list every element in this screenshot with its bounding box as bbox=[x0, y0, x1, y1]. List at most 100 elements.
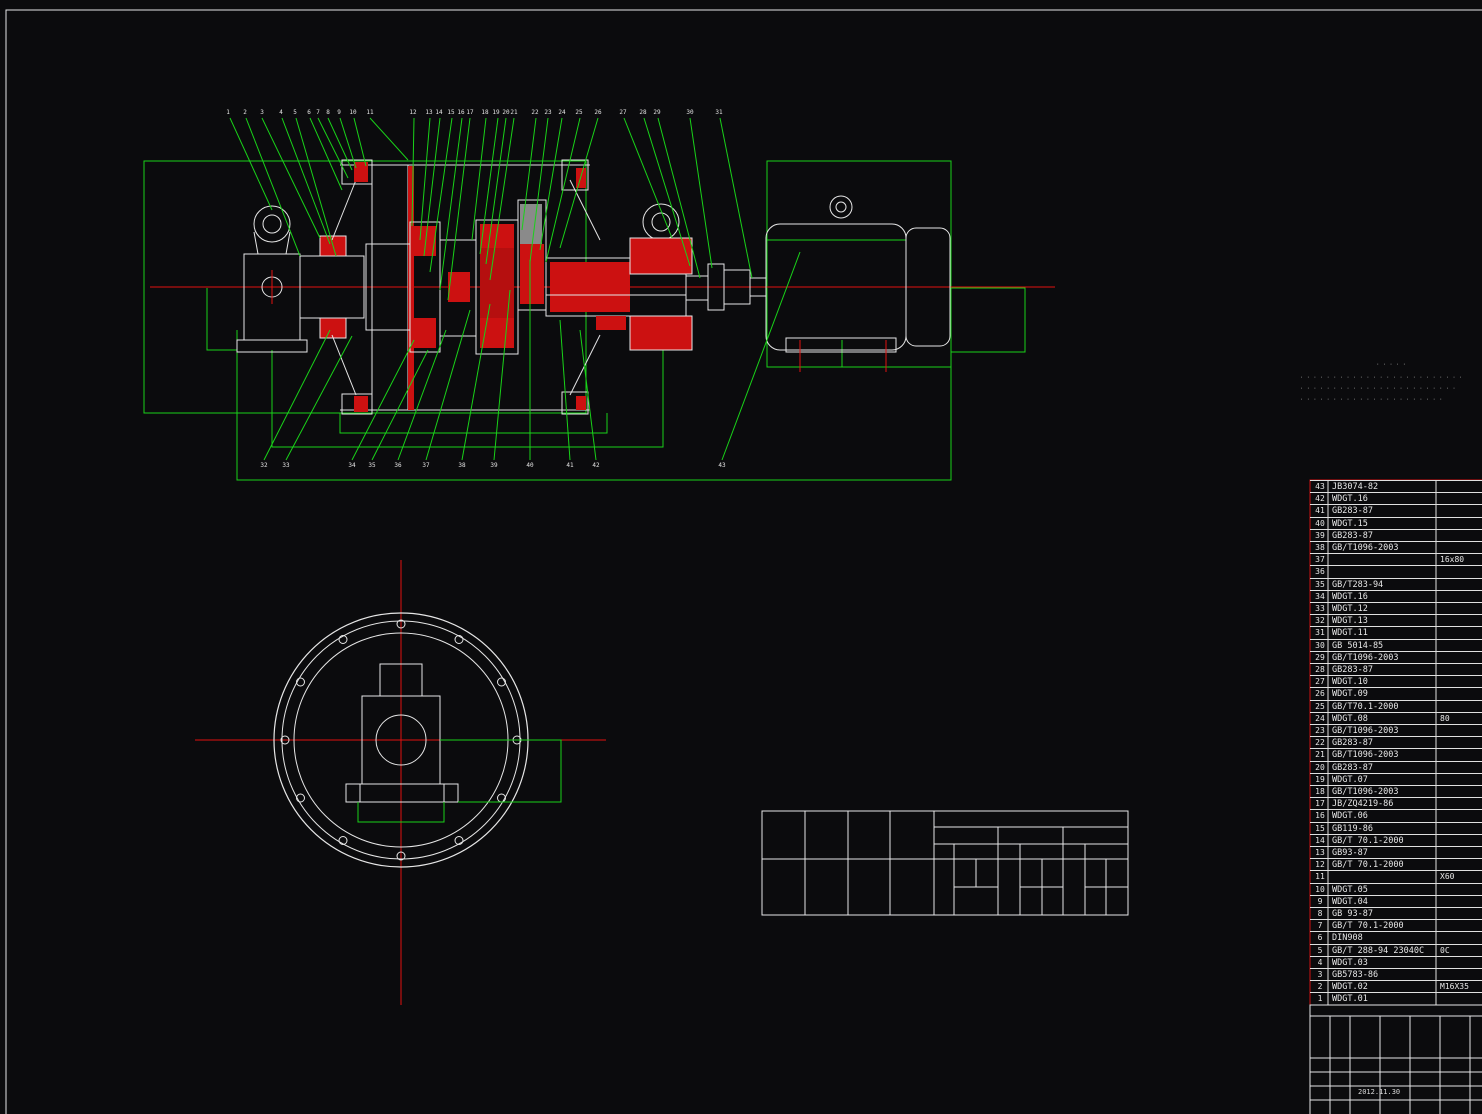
bom-item-number: 43 bbox=[1315, 482, 1325, 491]
bom-item-number: 37 bbox=[1315, 555, 1325, 565]
bom-row: 37 16x80 bbox=[1310, 553, 1482, 565]
bom-row: 21 GB/T1096-2003 bbox=[1310, 748, 1482, 760]
bom-item-number: 5 bbox=[1317, 945, 1323, 955]
bom-item-code: JB3074-82 bbox=[1332, 482, 1379, 492]
bolt-hole bbox=[454, 635, 464, 644]
leader-number: 8 bbox=[326, 109, 330, 116]
bom-item-name: X60 bbox=[1440, 872, 1455, 882]
leader-number: 32 bbox=[260, 462, 268, 469]
bom-item-number: 24 bbox=[1315, 713, 1325, 723]
bom-item-code: GB93-87 bbox=[1332, 848, 1368, 858]
bom-row: 29 GB/T1096-2003 bbox=[1310, 650, 1482, 663]
bom-item-number: 8 bbox=[1317, 909, 1323, 918]
bom-item-number: 14 bbox=[1315, 835, 1325, 845]
leader-number: 1 bbox=[226, 109, 230, 116]
bom-item-number: 10 bbox=[1315, 884, 1325, 894]
leader-number: 9 bbox=[337, 109, 341, 116]
bom-item-code: WDGT.15 bbox=[1332, 518, 1368, 529]
bom-item-code: GB/T1096-2003 bbox=[1332, 787, 1399, 797]
bom-item-number: 35 bbox=[1315, 579, 1325, 589]
leader-number: 18 bbox=[481, 109, 489, 116]
leader-number: 41 bbox=[566, 462, 574, 469]
sheet-border bbox=[5, 9, 1482, 1114]
bom-item-number: 29 bbox=[1315, 652, 1325, 662]
leader-number: 37 bbox=[422, 462, 430, 469]
bom-item-number: 2 bbox=[1317, 982, 1323, 992]
bom-item-code: GB/T1096-2003 bbox=[1332, 652, 1399, 663]
bom-item-name: 0C bbox=[1440, 945, 1450, 955]
bom-item-code: WDGT.13 bbox=[1332, 616, 1368, 627]
leader-number: 34 bbox=[348, 462, 356, 469]
leader-number: 20 bbox=[502, 109, 510, 116]
leader-number: 33 bbox=[282, 462, 290, 469]
bom-item-number: 9 bbox=[1317, 896, 1323, 906]
bom-row: 39 GB283-87 bbox=[1310, 528, 1482, 541]
bom-item-number: 41 bbox=[1315, 506, 1325, 516]
bom-item-code: WDGT.04 bbox=[1332, 896, 1368, 907]
bom-item-number: 39 bbox=[1315, 530, 1325, 540]
bom-item-number: 4 bbox=[1317, 957, 1323, 967]
bom-row: 12 GB/T 70.1-2000 bbox=[1310, 858, 1482, 870]
bom-item-number: 18 bbox=[1315, 787, 1325, 796]
bom-item-number: 30 bbox=[1315, 640, 1325, 650]
leader-number: 16 bbox=[457, 109, 465, 116]
leader-number: 19 bbox=[492, 109, 500, 116]
bom-item-code: GB/T 70.1-2000 bbox=[1332, 860, 1404, 871]
end-view bbox=[195, 560, 606, 1005]
bom-item-code: WDGT.12 bbox=[1332, 604, 1368, 614]
parameter-table bbox=[761, 810, 1129, 916]
bom-item-number: 26 bbox=[1315, 689, 1325, 699]
leader-number: 40 bbox=[526, 462, 534, 469]
bom-item-code: WDGT.03 bbox=[1332, 957, 1368, 968]
bom-item-code: GB/T70.1-2000 bbox=[1332, 701, 1399, 712]
leader-number: 26 bbox=[594, 109, 602, 116]
bom-item-code: GB/T1096-2003 bbox=[1332, 750, 1399, 761]
leader-number: 30 bbox=[686, 109, 694, 116]
bom-item-code: GB 93-87 bbox=[1332, 909, 1373, 919]
leader-number: 13 bbox=[425, 109, 433, 116]
leader-number: 39 bbox=[490, 462, 498, 469]
bom-item-code: GB283-87 bbox=[1332, 530, 1373, 541]
technical-notes: · · · · · · · · · · · · · · · · · · · · … bbox=[1300, 362, 1463, 403]
bom-item-number: 12 bbox=[1315, 860, 1325, 870]
bom-item-name: 16x80 bbox=[1440, 555, 1465, 565]
title-block-date: 2012.11.30 bbox=[1358, 1088, 1401, 1096]
leader-number: 42 bbox=[592, 462, 600, 469]
bom-item-number: 21 bbox=[1315, 750, 1325, 760]
leader-number: 21 bbox=[510, 109, 518, 116]
bom-item-number: 42 bbox=[1315, 494, 1325, 504]
leader-number: 22 bbox=[531, 109, 539, 116]
bom-item-number: 19 bbox=[1315, 774, 1325, 784]
bom-item-name: M16X35 bbox=[1440, 982, 1469, 992]
bom-item-number: 17 bbox=[1315, 799, 1325, 809]
bolt-hole bbox=[338, 635, 348, 644]
bom-item-number: 28 bbox=[1315, 665, 1325, 674]
leader-number: 27 bbox=[619, 109, 627, 116]
bom-item-number: 15 bbox=[1315, 823, 1325, 833]
bom-item-number: 34 bbox=[1315, 591, 1325, 601]
bom-item-code: GB283-87 bbox=[1332, 738, 1373, 749]
leader-number: 15 bbox=[447, 109, 455, 116]
leader-number: 6 bbox=[307, 109, 311, 116]
